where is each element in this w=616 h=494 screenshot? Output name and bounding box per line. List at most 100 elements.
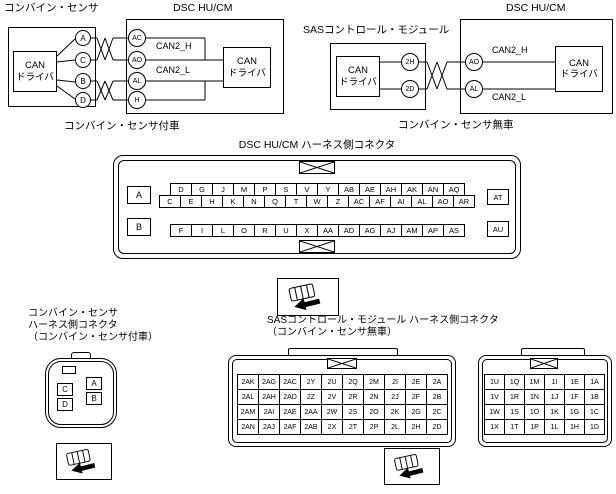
pin-cell: 1G [564,404,585,420]
pin-cell: 2Q [342,374,364,390]
pin-cell: E [180,195,202,208]
sensor-pin-b: B [86,392,102,405]
pin-circle-b: B [75,73,91,89]
pin-cell: 2T [342,419,364,435]
pin-cell: 2G [405,404,427,420]
pin-cell: O [233,224,255,237]
can-driver-box-sensor: CAN ドライバ [13,51,57,92]
pin-cell: 2L [384,419,406,435]
can2h-label-right: CAN2_H [492,45,528,55]
pin-cell: AG [359,224,381,237]
can2h-label-left: CAN2_H [156,41,192,51]
pin-cell: F [170,224,192,237]
pin-cell: 2U [321,374,343,390]
connector-lock-icon [299,161,335,174]
pin-cell: 1L [544,419,565,435]
connector-glyph [394,454,424,479]
pin-circle-2h: 2H [401,53,419,71]
pin-cell: U [275,224,297,237]
pin-circle-al-left: AL [128,72,146,90]
pin-cell: 1X [484,419,505,435]
pin-cell: 2I [384,374,406,390]
pin-cell: 1Q [504,374,525,390]
sensor-pin-c: C [57,383,73,396]
caption-without-sensor: コンバイン・センサ無車 [398,119,514,131]
pin-cell: 2AE [279,404,301,420]
pin-cell: 2O [363,404,385,420]
pin-cell: AA [317,224,339,237]
pin-cell: 2S [342,404,364,420]
pin-cell: C [159,195,181,208]
pin-cell: 1N [524,389,545,405]
pin-cell: Z [327,195,349,208]
pin-cell: 2E [405,374,427,390]
pin-circle-ao-left: AO [128,51,146,69]
pin-cell: AC [348,195,370,208]
dsc-hucm-title-left: DSC HU/CM [173,2,233,14]
pin-cell: AP [422,224,444,237]
pin-cell: AO [432,195,454,208]
pin-circle-c: C [75,52,91,68]
pin-cell: 2AK [237,374,259,390]
pin-cell: AJ [380,224,402,237]
pin-cell: 1W [484,404,505,420]
pin-cell: T [285,195,307,208]
pin-cell: 1I [544,374,565,390]
sensor-connector-title-1: コンバイン・センサ [28,308,118,319]
pin-cell: X [296,224,318,237]
pin-cell: 1D [584,419,605,435]
pin-cell: 2AA [300,404,322,420]
pin-cell: 1A [584,374,605,390]
pin-cell: 1F [564,389,585,405]
pin-cell: 2AI [258,404,280,420]
connector-view-icon [277,278,339,316]
pin-cell: 1R [504,389,525,405]
pin-cell: 2AN [237,419,259,435]
pin-cell: 2N [363,389,385,405]
connector-lock-icon [299,240,335,253]
pin-cell: 1U [484,374,505,390]
combine-sensor-title: コンバイン・センサ [4,2,99,14]
pin-cell: 2R [342,389,364,405]
pin-cell: L [212,224,234,237]
sensor-connector-title-3: （コンバイン・センサ付車） [28,332,158,343]
pin-cell: 1P [524,419,545,435]
pin-cell: 1V [484,389,505,405]
dsc-hucm-box-left [126,19,284,114]
can2l-label-left: CAN2_L [156,65,191,75]
pin-cell: AR [453,195,475,208]
sas-module-title: SASコントロール・モジュール [303,24,450,36]
pin-cell: AS [443,224,465,237]
pin-cell: 2AF [279,419,301,435]
pin-cell: 2AD [279,389,301,405]
connector-view-icon [384,448,440,485]
pin-cell: 1T [504,419,525,435]
dsc-hucm-box-right [460,19,613,114]
pin-cell: 2H [405,419,427,435]
pin-cell: 2Z [300,389,322,405]
pin-cell: H [201,195,223,208]
pin-circle-h: H [128,91,146,109]
pin-cell: AM [401,224,423,237]
pin-cell: 2K [384,404,406,420]
pin-cell: 1B [584,389,605,405]
pin-cell: 2A [426,374,448,390]
pin-cell: 2AC [279,374,301,390]
pin-cell: 2D [426,419,448,435]
pin-cell: 2AL [237,389,259,405]
pin-cell: 1J [544,389,565,405]
pin-cell: AL [411,195,433,208]
combine-sensor-box [8,27,96,107]
pin-cell: 2AM [237,404,259,420]
sensor-connector-key [62,366,76,374]
pin-cell: 2AH [258,389,280,405]
